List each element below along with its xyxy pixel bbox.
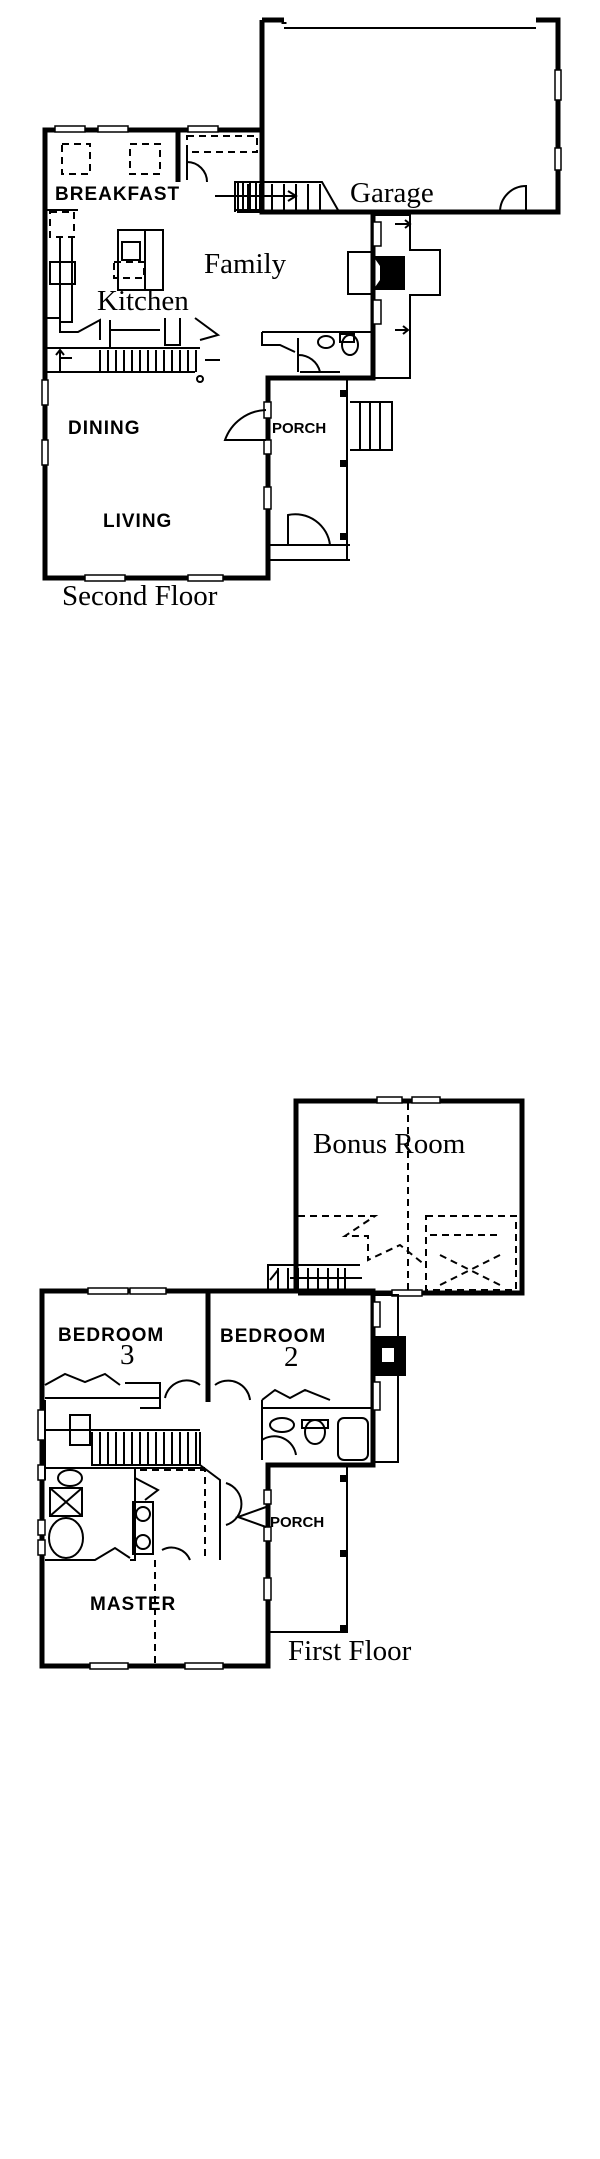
bonus-room-walls — [267, 1096, 525, 1297]
kitchen-label: Kitchen — [97, 285, 189, 317]
fireplace — [347, 214, 441, 379]
first-floor-plan: Bonus Room BEDROOM 3 BEDROOM 2 MASTER PO… — [37, 1096, 525, 1670]
second-floor-title: Second Floor — [62, 580, 218, 612]
second-floor-plan: Garage BREAKFAST Family Kitchen DINING L… — [41, 17, 562, 582]
bedroom3-number: 3 — [120, 1339, 135, 1371]
bedroom3-label: BEDROOM — [58, 1325, 164, 1346]
porch-label-first: PORCH — [270, 1514, 324, 1531]
garage-walls — [259, 17, 562, 215]
breakfast-label: BREAKFAST — [55, 184, 180, 205]
family-label: Family — [204, 248, 287, 280]
porch-label: PORCH — [272, 420, 326, 437]
kitchen-furniture — [49, 211, 164, 323]
main-stair — [45, 317, 221, 383]
bedroom2-number: 2 — [284, 1341, 299, 1373]
bonus-room-label: Bonus Room — [313, 1128, 466, 1160]
powder-room — [261, 331, 373, 373]
first-floor-walls — [37, 1287, 406, 1670]
master-label: MASTER — [90, 1594, 176, 1615]
living-label: LIVING — [103, 511, 172, 532]
breakfast-furniture — [61, 135, 339, 213]
first-floor-title: First Floor — [288, 1635, 412, 1667]
first-floor-porch — [235, 1465, 348, 1633]
bedroom2-label: BEDROOM — [220, 1326, 326, 1347]
garage-label: Garage — [350, 177, 434, 209]
master-bath — [45, 1467, 206, 1664]
first-floor-interior — [44, 1372, 373, 1560]
dining-label: DINING — [68, 418, 141, 439]
porch-walls — [223, 378, 393, 561]
